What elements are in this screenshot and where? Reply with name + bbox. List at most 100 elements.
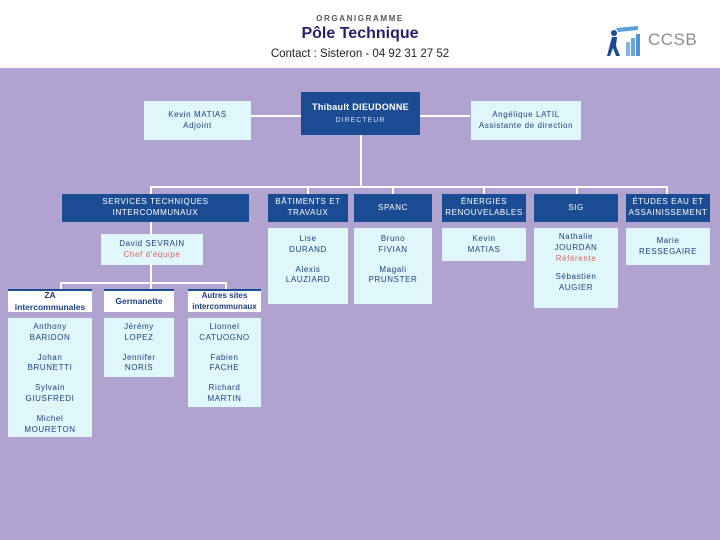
connector-batiments xyxy=(307,186,309,194)
director-name: Thibault DIEUDONNE xyxy=(312,102,409,113)
member-first: Anthony xyxy=(33,322,67,331)
team-spanc: Bruno FIVIAN Magali PRUNSTER xyxy=(354,228,432,304)
service-energies: ÉNERGIES RENOUVELABLES xyxy=(442,194,526,222)
header-contact: Contact : Sisteron - 04 92 31 27 52 xyxy=(270,48,450,60)
adjoint-box: Kevin MATIAS Adjoint xyxy=(144,101,251,140)
service-spanc-label: SPANC xyxy=(378,202,408,212)
service-batiments-label-2: TRAVAUX xyxy=(287,208,329,217)
member-first: Lise xyxy=(299,234,317,243)
header-bar: ORGANIGRAMME Pôle Technique Contact : Si… xyxy=(0,0,720,68)
assistant-role: Assistante de direction xyxy=(478,120,574,130)
team-za: Anthony BARIDON Johan BRUNETTI Sylvain G… xyxy=(8,318,92,437)
member-first: Fabien xyxy=(210,352,239,362)
member-last: FACHE xyxy=(209,363,240,373)
chef-name: David SEVRAIN xyxy=(119,238,185,248)
service-etudes-label-2: ASSAINISSEMENT xyxy=(628,208,708,217)
member-last: MARTIN xyxy=(207,393,242,403)
member-last: LAUZIARD xyxy=(285,275,331,285)
header-subtitle: ORGANIGRAMME xyxy=(316,14,404,23)
connector-assistant xyxy=(420,115,470,117)
connector-spanc xyxy=(392,186,394,194)
connector-sti-chef xyxy=(150,222,152,234)
adjoint-name: Kevin MATIAS xyxy=(168,109,227,119)
page-title: Pôle Technique xyxy=(301,25,419,42)
member-last: GIUSFREDI xyxy=(25,393,75,403)
site-za: ZA intercommunales xyxy=(8,289,92,312)
connector-sites-bar xyxy=(60,282,226,284)
service-sti-label: SERVICES TECHNIQUES INTERCOMMUNAUX xyxy=(102,197,209,217)
service-sig-label: SIG xyxy=(568,202,584,212)
member-last: JOURDAN xyxy=(554,242,598,252)
member-first: Sébastien xyxy=(555,272,597,282)
connector-chef-trunk xyxy=(150,265,152,283)
member-last: DURAND xyxy=(289,244,327,254)
member-first: Jérémy xyxy=(124,322,154,331)
site-za-label-1: ZA xyxy=(44,290,56,301)
member-first: Sylvain xyxy=(35,383,65,393)
member-first: Michel xyxy=(36,413,64,423)
member-last: FIVIAN xyxy=(378,244,408,254)
service-batiments-label-1: BÂTIMENTS ET xyxy=(275,197,341,207)
logo-text: CCSB xyxy=(648,30,698,49)
service-batiments: BÂTIMENTS ET TRAVAUX xyxy=(268,194,348,222)
connector-sti xyxy=(150,186,152,194)
team-etudes: Marie RESSEGAIRE xyxy=(626,228,710,265)
member-last: MATIAS xyxy=(467,244,501,254)
member-role: Référente xyxy=(555,253,597,263)
connector-energies xyxy=(483,186,485,194)
site-autres-label-1: Autres sites xyxy=(201,290,248,300)
service-energies-label-1: ÉNERGIES xyxy=(460,197,508,207)
member-first: Jennifer xyxy=(122,352,156,362)
assistant-name: Angélique LATIL xyxy=(492,109,560,119)
site-germanette-label: Germanette xyxy=(115,295,163,306)
team-sig: Nathalie JOURDAN Référente Sébastien AUG… xyxy=(534,228,618,308)
service-sig: SIG xyxy=(534,194,618,222)
adjoint-role: Adjoint xyxy=(183,120,212,130)
member-last: PRUNSTER xyxy=(368,275,418,285)
member-first: Bruno xyxy=(380,234,406,243)
connector-za xyxy=(60,282,62,289)
service-sti: SERVICES TECHNIQUES INTERCOMMUNAUX xyxy=(62,194,249,222)
connector-services-bar xyxy=(150,186,668,188)
service-energies-label-2: RENOUVELABLES xyxy=(445,208,523,217)
member-last: CATUOGNO xyxy=(199,332,250,342)
member-first: Alexis xyxy=(295,264,321,274)
connector-director-trunk xyxy=(360,135,362,187)
member-first: Magali xyxy=(379,264,407,274)
director-role: DIRECTEUR xyxy=(335,117,386,125)
site-autres-label-2: intercommunaux xyxy=(192,301,257,311)
member-last: RESSEGAIRE xyxy=(638,246,697,256)
member-last: BARIDON xyxy=(29,332,71,342)
member-first: Lionnel xyxy=(209,322,240,331)
member-last: BRUNETTI xyxy=(27,363,73,373)
member-first: Kevin xyxy=(472,233,496,243)
member-last: LOPEZ xyxy=(124,332,154,342)
connector-adjoint xyxy=(251,115,301,117)
site-autres: Autres sites intercommunaux xyxy=(188,289,261,312)
team-batiments: Lise DURAND Alexis LAUZIARD xyxy=(268,228,348,304)
service-etudes: ÉTUDES EAU ET ASSAINISSEMENT xyxy=(626,194,710,222)
member-first: Marie xyxy=(656,235,680,245)
team-autres: Lionnel CATUOGNO Fabien FACHE Richard MA… xyxy=(188,318,261,407)
team-germanette: Jérémy LOPEZ Jennifer NORIS xyxy=(104,318,174,377)
team-energies: Kevin MATIAS xyxy=(442,228,526,261)
connector-sig xyxy=(576,186,578,194)
assistant-box: Angélique LATIL Assistante de direction xyxy=(471,101,581,140)
chef-box: David SEVRAIN Chef d'équipe xyxy=(101,234,203,265)
ccsb-logo: CCSB xyxy=(604,24,704,60)
connector-etudes xyxy=(666,186,668,194)
service-etudes-label-1: ÉTUDES EAU ET xyxy=(632,197,704,207)
connector-autres xyxy=(225,282,227,289)
site-za-label-2: intercommunales xyxy=(14,301,86,312)
member-last: MOURETON xyxy=(24,424,76,434)
member-last: AUGIER xyxy=(558,283,594,293)
service-spanc: SPANC xyxy=(354,194,432,222)
member-first: Richard xyxy=(208,383,241,393)
member-first: Johan xyxy=(37,352,63,362)
connector-germanette xyxy=(150,282,152,289)
ccsb-logo-icon xyxy=(607,26,640,56)
member-first: Nathalie xyxy=(558,232,594,241)
director-box: Thibault DIEUDONNE DIRECTEUR xyxy=(301,92,420,135)
member-last: NORIS xyxy=(124,363,154,373)
chef-role: Chef d'équipe xyxy=(123,249,181,259)
